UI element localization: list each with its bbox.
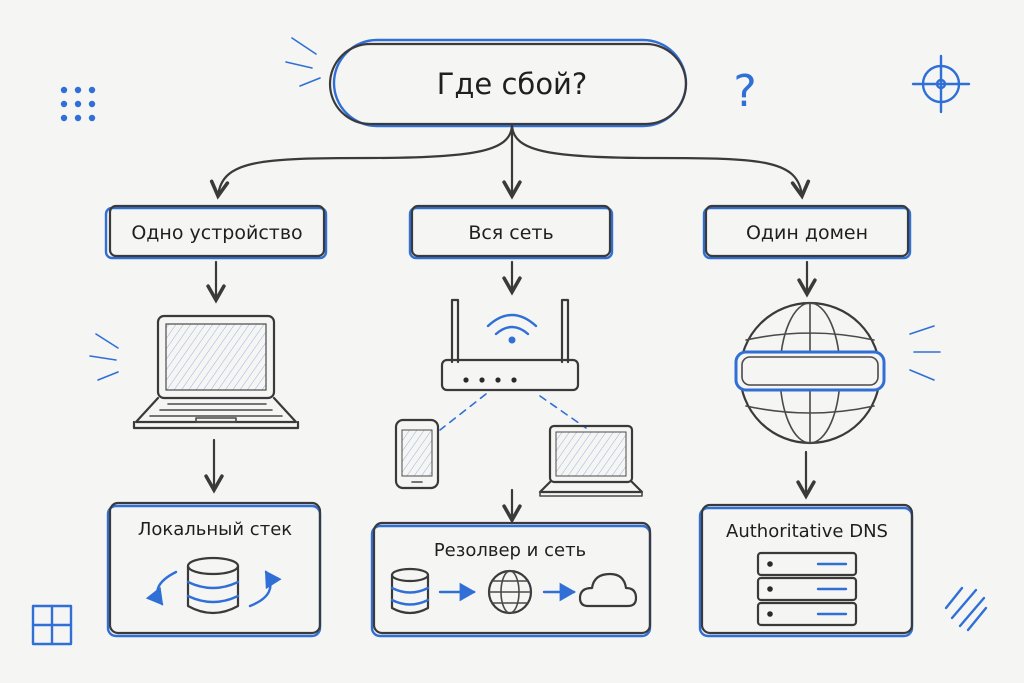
globe-small-icon [487, 569, 533, 615]
branch-connectors [206, 260, 817, 304]
branch-label: Одно устройство [131, 222, 302, 244]
sparkle-lines-icon [285, 37, 321, 87]
question-mark-icon: ? [733, 66, 756, 117]
outcome-box-resolver-network: Резолвер и сеть [370, 521, 652, 638]
root-label: Где сбой? [437, 67, 588, 101]
smartphone-icon [394, 418, 440, 490]
crosshair-icon [911, 54, 971, 114]
globe-icon [734, 301, 941, 445]
cycle-arrow-right-icon [248, 570, 282, 608]
dashed-link-lines [439, 393, 587, 431]
dot-grid-icon [60, 86, 96, 122]
cloud-icon [578, 572, 638, 608]
outcome-label: Резолвер и сеть [434, 540, 586, 561]
grid-square-icon [31, 604, 73, 646]
branch-box-one-device: Одно устройство [104, 204, 328, 260]
outcome-label: Authoritative DNS [726, 521, 888, 542]
database-icon [186, 556, 240, 615]
branch-label: Один домен [746, 222, 868, 244]
router-icon [440, 298, 580, 392]
small-laptop-icon [538, 424, 644, 497]
diagonal-hatch-icon [944, 586, 988, 632]
branch-box-whole-network: Вся сеть [408, 204, 614, 260]
branch-box-one-domain: Один домен [702, 204, 912, 260]
branch-label: Вся сеть [468, 222, 553, 244]
outcome-box-local-stack: Локальный стек [106, 501, 322, 638]
outcome-label: Локальный стек [138, 519, 292, 540]
cycle-arrow-left-icon [145, 570, 178, 606]
root-node: Где сбой? [328, 38, 688, 128]
root-connectors [209, 124, 811, 200]
outcome-connectors [204, 438, 816, 524]
server-rack-icon [756, 551, 858, 627]
database-icon [390, 567, 430, 615]
laptop-icon [89, 314, 300, 430]
outcome-box-authoritative-dns: Authoritative DNS [698, 503, 914, 638]
